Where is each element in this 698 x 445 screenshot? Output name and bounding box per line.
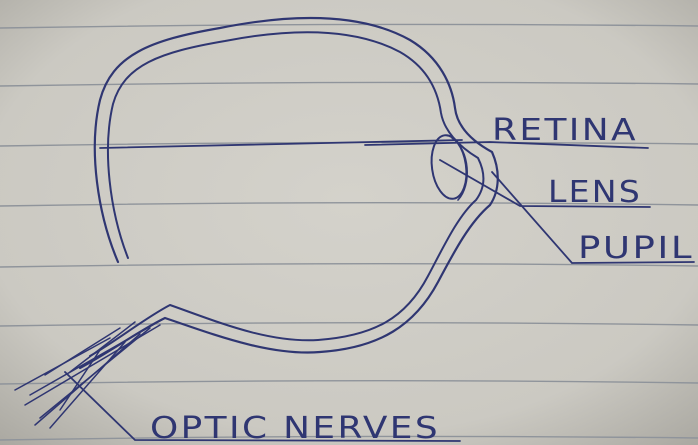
label-pupil: PUPIL — [578, 231, 694, 266]
label-lens: LENS — [548, 175, 642, 210]
label-optic-nerves: OPTIC NERVES — [150, 411, 440, 445]
label-retina: RETINA — [492, 113, 638, 148]
